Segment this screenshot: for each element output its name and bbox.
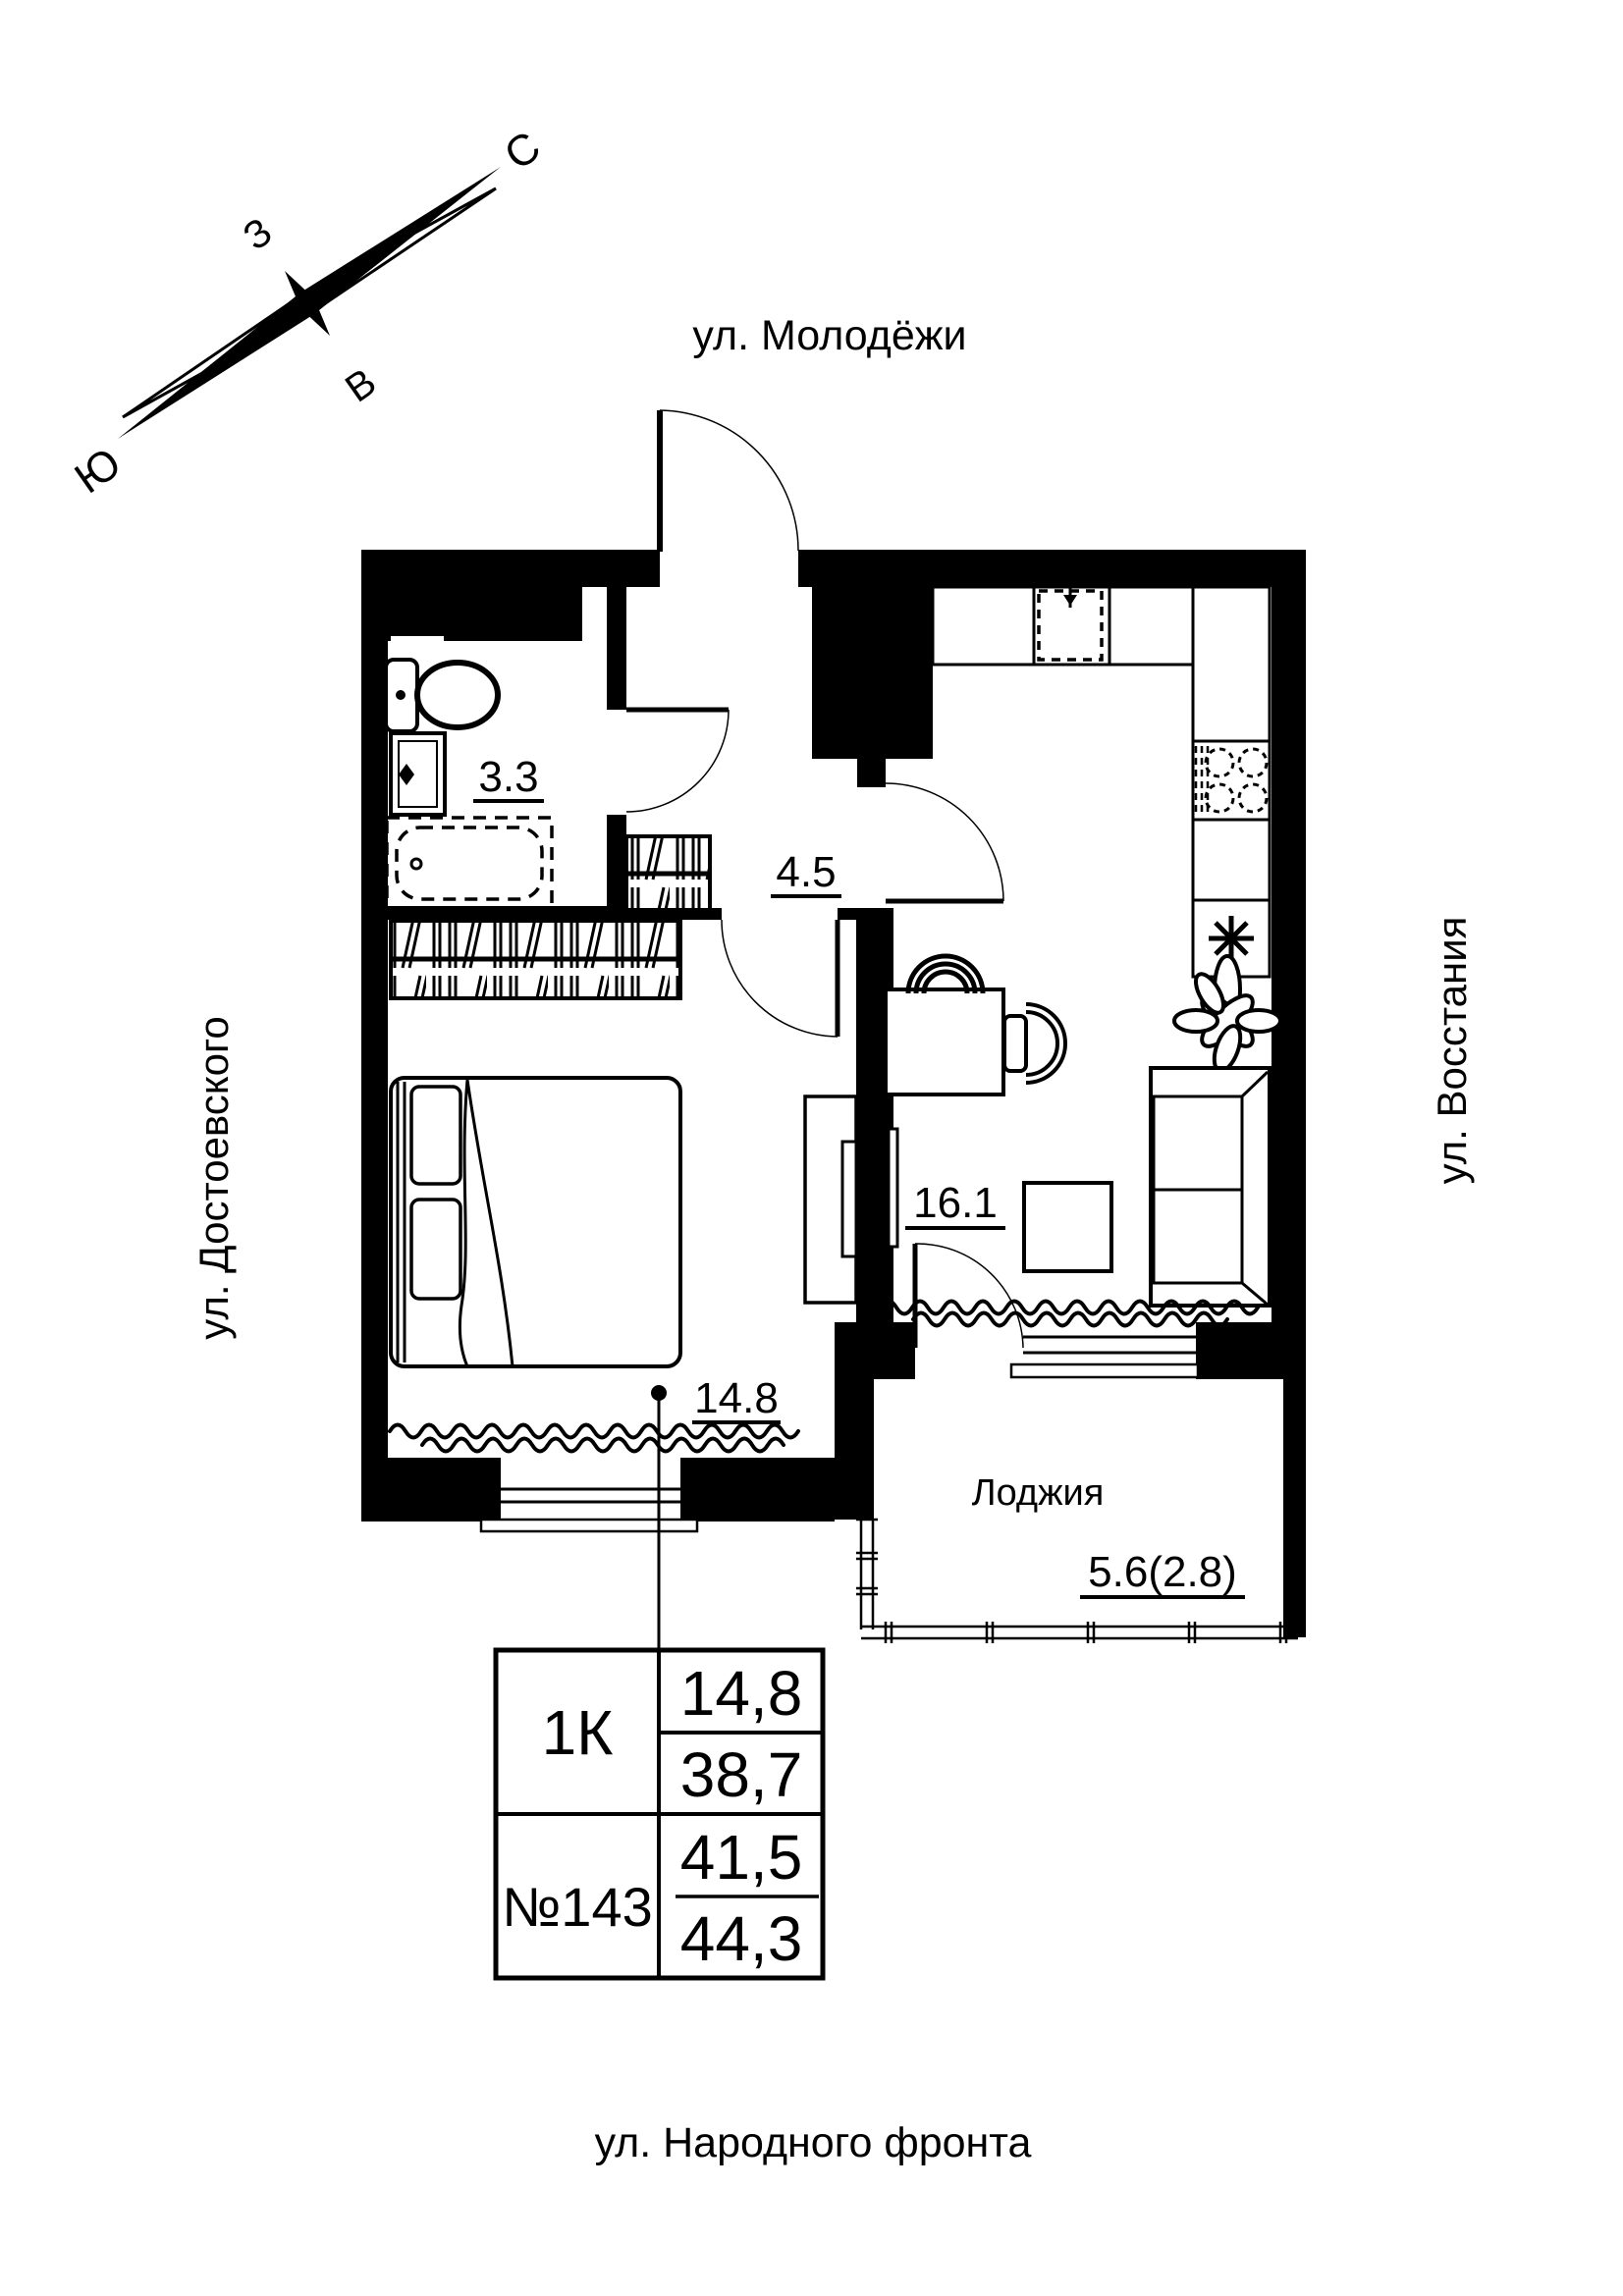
coffee-table bbox=[1022, 1181, 1113, 1273]
kitchen-units bbox=[1191, 585, 1271, 979]
bathroom-door bbox=[625, 707, 730, 813]
street-label-top: ул. Молодёжи bbox=[692, 312, 966, 359]
bedroom-door bbox=[721, 919, 840, 1038]
desk-chair bbox=[905, 953, 986, 994]
washbasin bbox=[389, 731, 447, 817]
callout-line bbox=[651, 1385, 667, 1650]
toilet bbox=[384, 658, 501, 733]
stamp-apartment-number: №143 bbox=[502, 1876, 653, 1938]
balcony-door bbox=[912, 1243, 1024, 1349]
bedroom-wardrobe bbox=[389, 919, 682, 1000]
street-label-left: ул. Достоевского bbox=[190, 1016, 237, 1339]
compass-label-west: З bbox=[236, 210, 280, 259]
street-label-right: ул. Восстания bbox=[1429, 917, 1475, 1185]
kitchen-living-door bbox=[885, 782, 1004, 904]
compass-label-north: С bbox=[496, 123, 549, 180]
apartment-walls bbox=[361, 550, 1306, 1637]
stamp-table: 1К №143 14,8 38,7 41,5 44,3 bbox=[493, 1647, 826, 1981]
plant-icon bbox=[1172, 954, 1282, 1073]
sofa bbox=[1149, 1066, 1271, 1308]
stamp-living-area: 14,8 bbox=[680, 1658, 803, 1729]
wall-tv bbox=[887, 1127, 899, 1249]
stamp-area-reduced: 41,5 bbox=[680, 1822, 803, 1893]
dresser bbox=[803, 1095, 858, 1305]
desk bbox=[884, 988, 1005, 1096]
room-label-bedroom: 14.8 bbox=[694, 1374, 779, 1422]
entry-door bbox=[657, 409, 799, 552]
bedroom-curtain bbox=[388, 1422, 800, 1454]
loggia-glazing bbox=[856, 1518, 1298, 1643]
bathtub bbox=[385, 816, 554, 911]
stamp-rooms-type: 1К bbox=[542, 1697, 614, 1768]
hallway-closet bbox=[624, 834, 712, 912]
compass-label-east: В bbox=[338, 360, 384, 410]
bed bbox=[389, 1076, 682, 1368]
room-label-kitchen-living: 16.1 bbox=[913, 1179, 998, 1227]
stamp-area-without-loggia: 38,7 bbox=[680, 1739, 803, 1810]
stove bbox=[1194, 746, 1269, 815]
kitchen-sink bbox=[1037, 588, 1104, 662]
kitchen-counter bbox=[931, 585, 1195, 667]
stamp-total-area: 44,3 bbox=[680, 1903, 803, 1974]
bedroom-window bbox=[479, 1487, 699, 1533]
living-curtain bbox=[879, 1299, 1260, 1328]
compass-rose-icon: С З В Ю bbox=[66, 123, 549, 504]
living-window bbox=[1009, 1335, 1200, 1379]
compass-label-south: Ю bbox=[66, 439, 130, 504]
side-chair bbox=[1002, 1002, 1067, 1085]
room-label-bathroom: 3.3 bbox=[478, 753, 538, 801]
room-label-hallway: 4.5 bbox=[776, 848, 836, 896]
room-label-loggia: Лоджия bbox=[972, 1472, 1105, 1514]
street-label-bottom: ул. Народного фронта bbox=[595, 2119, 1032, 2166]
room-label-loggia-area: 5.6(2.8) bbox=[1088, 1548, 1237, 1596]
fridge-asterisk-icon bbox=[1209, 916, 1254, 961]
room-labels: 3.3 4.5 16.1 14.8 Лоджия 5.6(2.8) bbox=[473, 753, 1245, 1599]
